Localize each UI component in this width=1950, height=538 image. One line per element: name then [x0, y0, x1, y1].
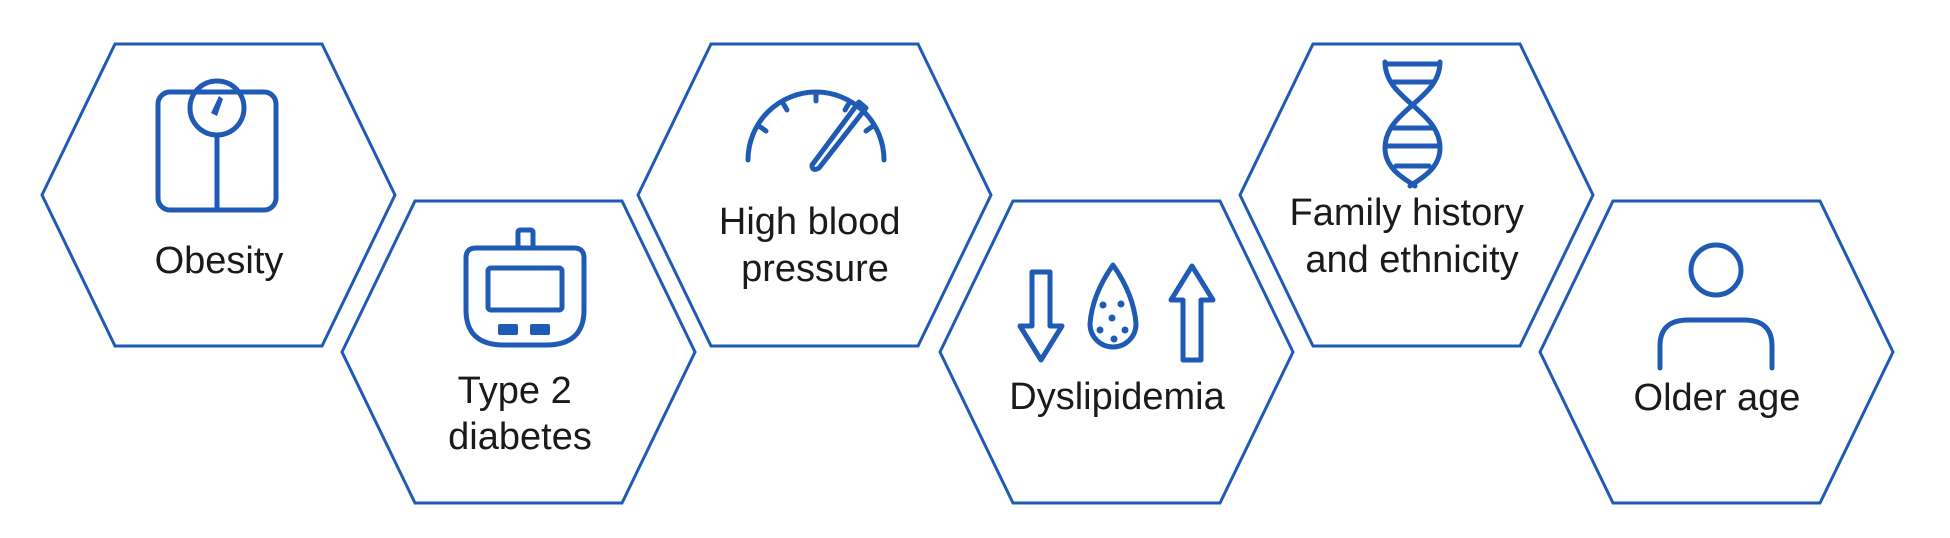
gauge-icon — [745, 89, 887, 172]
label-family-history: Family history and ethnicity — [1290, 192, 1535, 281]
arrow-up-icon — [1168, 263, 1216, 363]
drop-icon — [1087, 262, 1139, 350]
hex-dyslipidemia: Dyslipidemia — [938, 199, 1295, 505]
hex-high-blood-pressure: High blood pressure — [636, 42, 993, 348]
label-obesity: Obesity — [155, 240, 284, 282]
hex-type-2-diabetes: Type 2 diabetes — [340, 199, 697, 505]
hex-older-age: Older age — [1538, 199, 1895, 505]
hexagon-outline — [1238, 42, 1595, 348]
hex-family-history: Family history and ethnicity — [1238, 42, 1595, 348]
hexagon-outline — [938, 199, 1295, 505]
label-dyslipidemia: Dyslipidemia — [1009, 376, 1225, 418]
dna-icon — [1382, 59, 1443, 189]
label-older-age: Older age — [1634, 377, 1801, 419]
lipid-drop-arrows-icon — [1017, 262, 1216, 363]
label-type-2-diabetes: Type 2 diabetes — [448, 370, 592, 458]
person-icon — [1657, 242, 1775, 371]
hex-obesity: Obesity — [40, 42, 397, 348]
hexagon-outline — [1538, 199, 1895, 505]
hexagon-outline — [636, 42, 993, 348]
arrow-down-icon — [1017, 269, 1065, 363]
scale-icon — [155, 78, 279, 213]
label-high-blood-pressure: High blood pressure — [719, 201, 911, 290]
glucose-meter-icon — [463, 227, 587, 348]
hexagon-outline — [340, 199, 697, 505]
